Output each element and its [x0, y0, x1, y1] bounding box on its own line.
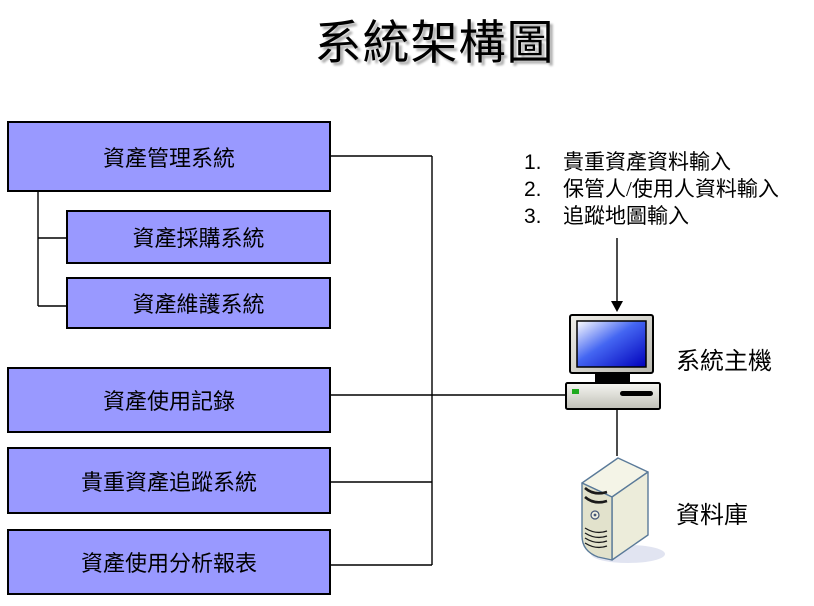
computer-case	[565, 382, 661, 410]
box-asset-management: 資產管理系統	[7, 121, 331, 192]
server-vent-4	[584, 542, 608, 549]
page-title: 系統架構圖	[314, 18, 555, 70]
list-item: 2. 保管人/使用人資料輸入	[524, 176, 779, 203]
server-vent-top-1	[584, 486, 608, 495]
host-label: 系統主機	[676, 349, 772, 375]
input-list: 1. 貴重資產資料輸入 2. 保管人/使用人資料輸入 3. 追蹤地圖輸入	[524, 149, 779, 230]
box-asset-procurement: 資產採購系統	[66, 210, 331, 264]
box-asset-usage-analysis-report: 資產使用分析報表	[7, 529, 331, 595]
list-item-number: 2.	[524, 178, 542, 201]
server-vent-top-2	[584, 495, 608, 504]
server-tower-icon	[581, 457, 665, 563]
list-item-text: 貴重資產資料輸入	[563, 150, 731, 174]
server-vent-2	[584, 532, 608, 539]
monitor-stand	[595, 373, 630, 383]
list-item-number: 3.	[524, 205, 542, 228]
box-asset-procurement-label: 資產採購系統	[132, 226, 265, 251]
list-item: 1. 貴重資產資料輸入	[524, 149, 779, 176]
list-item-text: 追蹤地圖輸入	[563, 204, 689, 228]
list-item-number: 1.	[524, 151, 542, 174]
server-vent-1	[584, 527, 608, 534]
box-asset-usage-record-label: 資產使用記錄	[102, 389, 235, 414]
desktop-computer-icon	[565, 314, 661, 410]
drive-slot	[620, 391, 653, 396]
list-item: 3. 追蹤地圖輸入	[524, 203, 779, 230]
box-asset-usage-record: 資產使用記錄	[7, 367, 331, 433]
monitor-screen	[576, 320, 647, 368]
box-valuable-asset-tracking-label: 貴重資產追蹤系統	[80, 469, 257, 495]
box-valuable-asset-tracking: 貴重資產追蹤系統	[7, 447, 331, 514]
server-vent-3	[584, 537, 608, 544]
server-power-button-dot	[593, 513, 597, 517]
box-asset-usage-analysis-report-label: 資產使用分析報表	[80, 551, 257, 576]
box-asset-management-label: 資產管理系統	[102, 145, 235, 171]
database-label: 資料庫	[676, 503, 748, 529]
box-asset-maintenance-label: 資產維護系統	[132, 292, 265, 317]
power-led	[572, 389, 579, 394]
list-item-text: 保管人/使用人資料輸入	[563, 177, 779, 201]
box-asset-maintenance: 資產維護系統	[66, 277, 331, 329]
